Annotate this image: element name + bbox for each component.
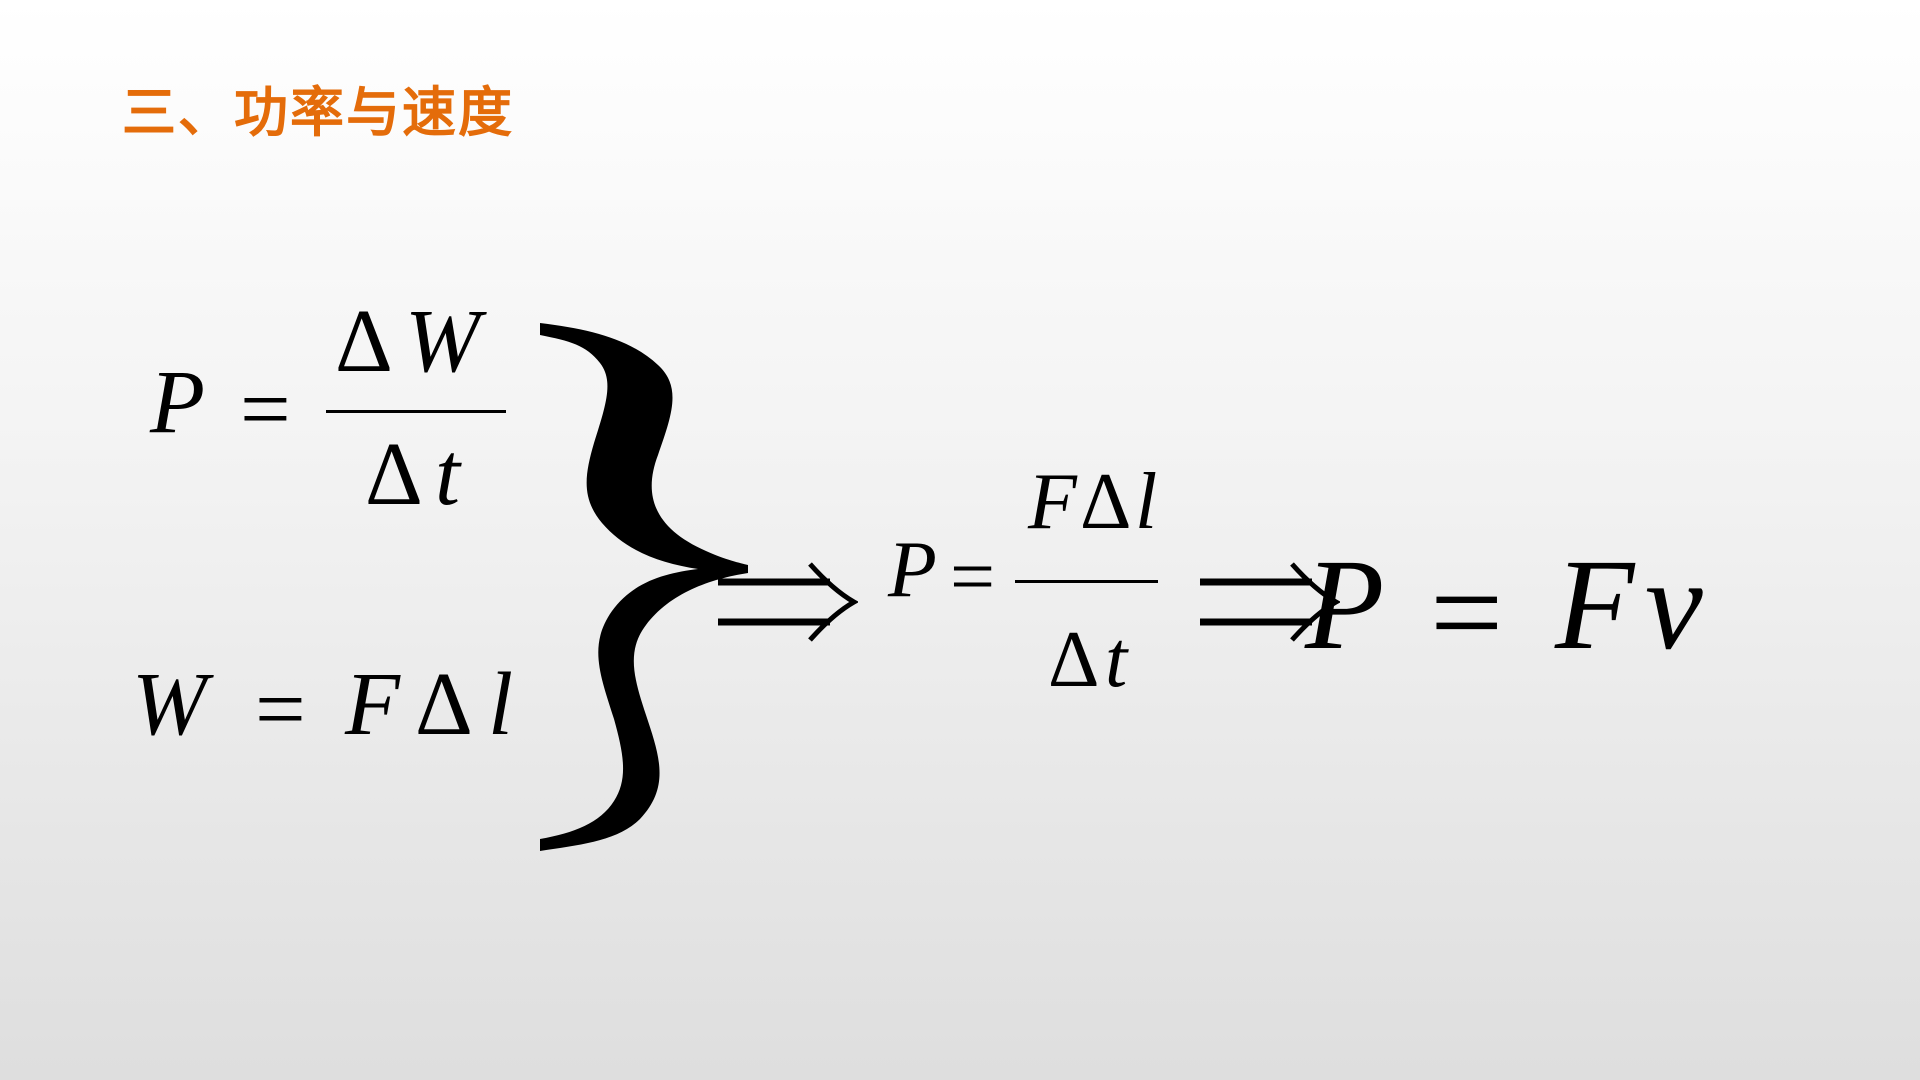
f3-num-l: l (1135, 458, 1158, 546)
f2-rhs-f: F (345, 655, 400, 754)
slide-title: 三、功率与速度 (122, 81, 514, 144)
f3-lhs: P (888, 526, 937, 614)
f2-rhs-delta: Δ (415, 655, 473, 754)
f3-num-f: F (1028, 458, 1077, 546)
implies-arrow-icon-2 (1200, 562, 1340, 642)
f3-fraction-bar (1015, 580, 1158, 583)
f1-num-var: W (405, 292, 480, 391)
f1-den-delta: Δ (365, 425, 423, 524)
f1-fraction-bar (326, 410, 506, 413)
f4-rhs-v: v (1645, 533, 1703, 677)
f4-lhs: P (1305, 533, 1385, 677)
f2-lhs: W (132, 655, 207, 754)
f1-num-delta: Δ (335, 292, 393, 391)
f1-den-var: t (435, 425, 461, 524)
f4-equals: = (1430, 541, 1504, 685)
f1-equals: = (240, 360, 291, 459)
f3-equals: = (950, 533, 996, 621)
curly-brace-icon (540, 323, 748, 851)
f4-rhs-f: F (1555, 533, 1635, 677)
f2-rhs-l: l (488, 655, 514, 754)
implies-arrow-icon (718, 562, 858, 642)
f3-den-delta: Δ (1048, 616, 1100, 704)
f3-den-var: t (1105, 616, 1128, 704)
f2-equals: = (255, 660, 306, 759)
f3-num-delta: Δ (1080, 458, 1132, 546)
f1-lhs: P (150, 353, 205, 452)
